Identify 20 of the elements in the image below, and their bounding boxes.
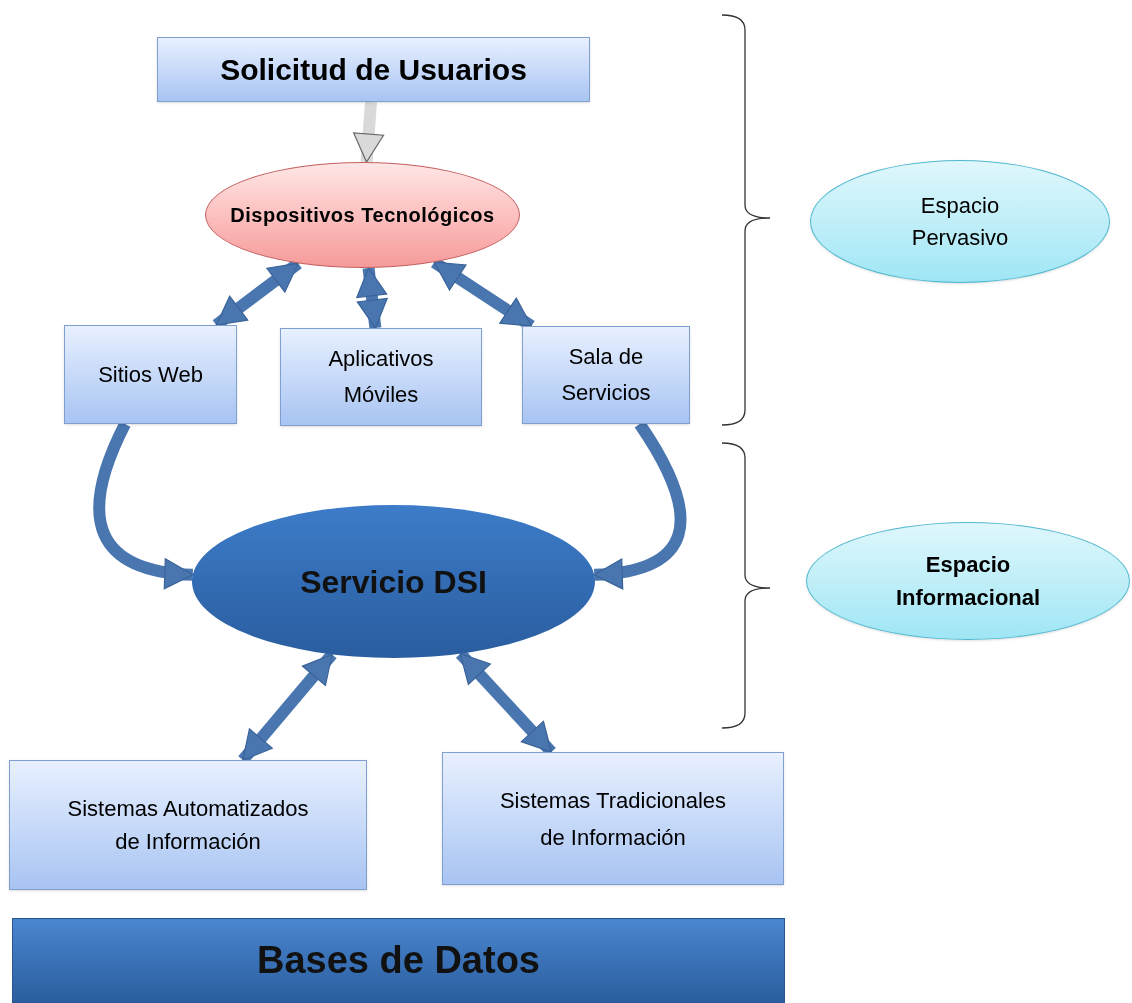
node-label: Dispositivos Tecnológicos (230, 203, 495, 228)
node-label: Sistemas Automatizados de Información (66, 795, 310, 856)
process-box (522, 326, 690, 424)
node-label: Espacio Informacional (894, 551, 1042, 612)
process-box (442, 752, 784, 885)
process-box (157, 37, 590, 102)
node-label: Sistemas Tradicionales de Información (498, 786, 728, 852)
node-label: Servicio DSI (299, 562, 488, 602)
node-label: Espacio Pervasivo (910, 191, 1010, 252)
block-arrow (356, 267, 388, 329)
process-box (9, 760, 367, 890)
block-arrow (353, 101, 385, 163)
database-bar (12, 918, 785, 1003)
node-label: Solicitud de Usuarios (220, 52, 527, 88)
node-label: Bases de Datos (257, 938, 540, 983)
process-box (280, 328, 482, 426)
node-label: Sitios Web (97, 360, 204, 389)
node-label: Sala de Servicios (560, 343, 652, 407)
node-label: Aplicativos Móviles (327, 345, 435, 409)
process-box (64, 325, 237, 424)
